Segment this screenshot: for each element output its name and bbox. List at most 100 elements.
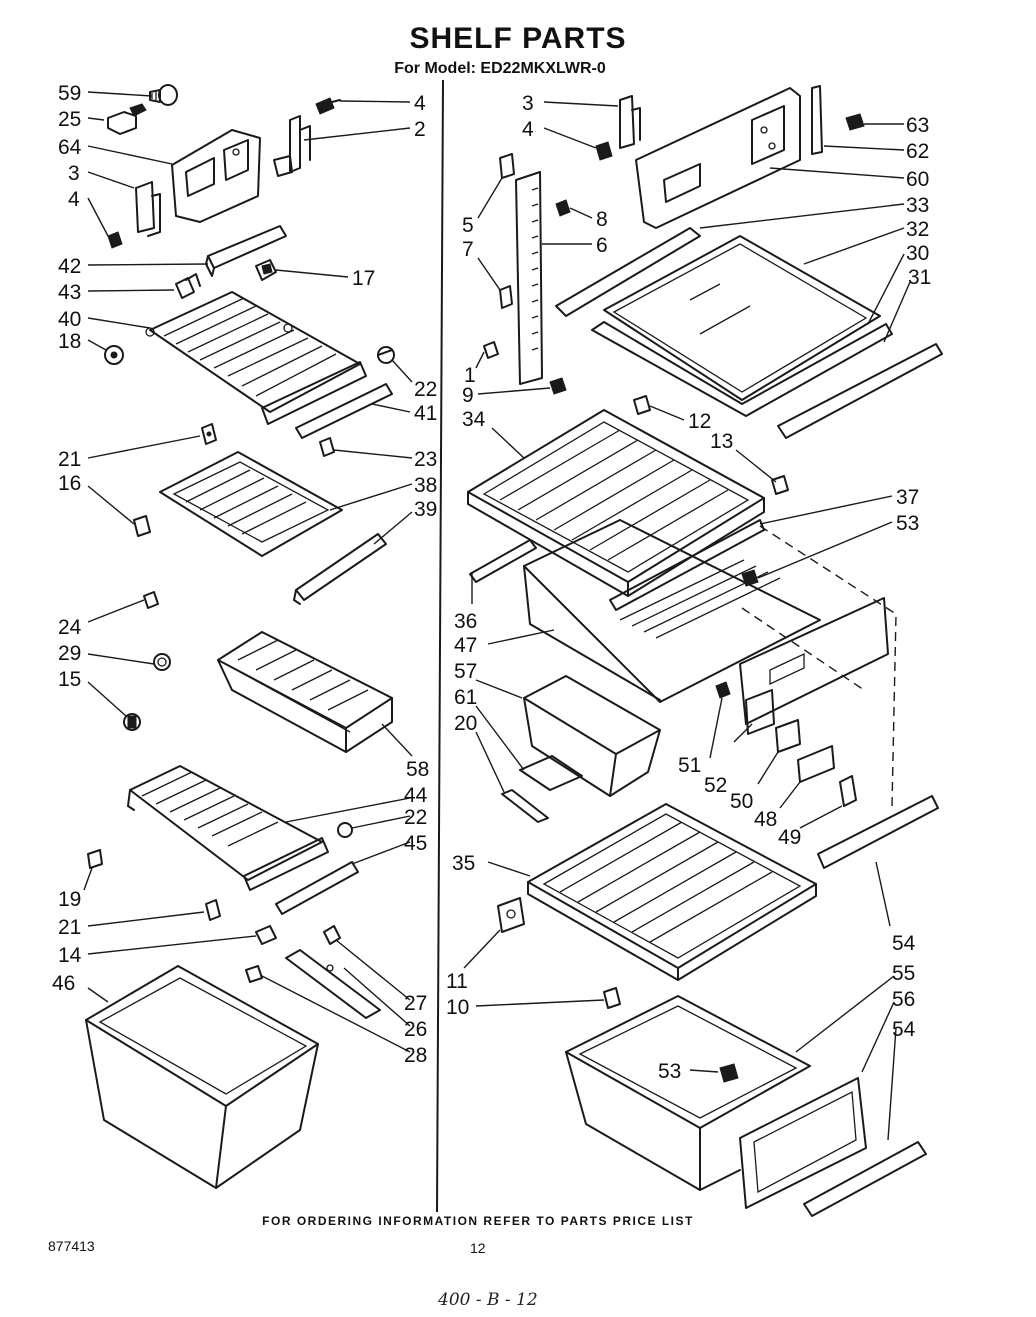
callout-41: 41	[414, 402, 437, 425]
callout-26: 26	[404, 1018, 427, 1041]
part-52-bracket	[745, 689, 775, 735]
part-11-mount	[497, 897, 525, 933]
callout-61: 61	[454, 686, 477, 709]
part-39-trim	[293, 533, 387, 605]
part-37-cover-rail	[609, 519, 765, 611]
callout-13: 13	[710, 430, 733, 453]
part-23-stud	[319, 437, 335, 457]
callout-3-left: 3	[68, 162, 80, 185]
callout-59: 59	[58, 82, 81, 105]
callout-57: 57	[454, 660, 477, 683]
part-53-screw-bottom	[719, 1063, 739, 1083]
callout-64: 64	[58, 136, 82, 159]
part-3-bracket-right	[619, 95, 641, 149]
callout-9: 9	[462, 384, 474, 407]
part-24-nut	[143, 591, 159, 609]
part-45-trim	[275, 861, 359, 915]
model-subtitle: For Model: ED22MKXLWR-0	[394, 60, 606, 77]
part-15-knob	[123, 713, 141, 731]
part-48-slide	[797, 745, 835, 783]
part-9-screw	[549, 377, 567, 395]
part-31-rear-trim	[777, 343, 943, 439]
part-32-glass-shelf	[603, 235, 881, 401]
callout-19: 19	[58, 888, 81, 911]
callout-21-top: 21	[58, 448, 81, 471]
callout-42: 42	[58, 255, 81, 278]
part-33-front-trim	[555, 227, 701, 317]
callout-23: 23	[414, 448, 437, 471]
part-19-stud	[87, 849, 103, 869]
part-3-bracket-left	[135, 181, 161, 237]
part-50-handle-insert	[775, 719, 801, 753]
handwritten-note: 400 - B - 12	[438, 1290, 538, 1310]
leader-lines	[83, 91, 911, 1141]
part-5-cap	[499, 153, 515, 179]
part-46-freezer-bin	[85, 965, 319, 1189]
part-16-stud	[133, 515, 151, 537]
part-62-hinge	[811, 85, 823, 155]
callout-22-top: 22	[414, 378, 437, 401]
part-12-support	[633, 395, 651, 415]
callout-54-lower: 54	[892, 1018, 916, 1041]
part-4-screw-right	[595, 141, 613, 161]
part-42-cover	[205, 225, 287, 277]
callout-24: 24	[58, 616, 82, 639]
callout-44: 44	[404, 784, 428, 807]
callout-4-top: 4	[414, 92, 426, 115]
part-13-support	[771, 475, 789, 495]
callout-14: 14	[58, 944, 82, 967]
callout-62: 62	[906, 140, 929, 163]
callout-31: 31	[908, 266, 931, 289]
callout-33: 33	[906, 194, 929, 217]
part-38-tray	[159, 451, 343, 557]
callout-35: 35	[452, 852, 475, 875]
part-4-screw-left	[107, 231, 123, 249]
part-36-slide-rail	[469, 539, 537, 583]
part-21-stud-top	[201, 423, 217, 445]
dashed-guide-crisper	[759, 525, 897, 807]
part-2-bracket	[273, 115, 311, 177]
callout-4-right: 4	[522, 118, 534, 141]
part-26-slide	[285, 949, 381, 1019]
callout-16: 16	[58, 472, 81, 495]
part-58-ice-tray	[217, 631, 393, 753]
callout-45: 45	[404, 832, 427, 855]
part-64-light-housing	[171, 129, 261, 223]
callout-2: 2	[414, 118, 426, 141]
part-54-rail-upper	[817, 795, 939, 869]
callout-6: 6	[596, 234, 608, 257]
callout-52: 52	[704, 774, 727, 797]
callout-11: 11	[446, 970, 468, 993]
callout-1: 1	[464, 364, 476, 387]
callout-46: 46	[52, 972, 75, 995]
part-1-clip	[483, 341, 499, 359]
part-28-screw	[245, 965, 263, 983]
callout-58: 58	[406, 758, 429, 781]
ordering-info-footer: FOR ORDERING INFORMATION REFER TO PARTS …	[262, 1214, 694, 1228]
callout-7: 7	[462, 238, 474, 261]
part-60-control-housing	[635, 87, 801, 229]
callout-53-top: 53	[896, 512, 919, 535]
part-18-grommet	[104, 345, 124, 365]
part-27-retainer	[323, 925, 341, 945]
callout-34: 34	[462, 408, 486, 431]
callout-37: 37	[896, 486, 919, 509]
callout-30: 30	[906, 242, 929, 265]
part-47-crisper-pan	[523, 519, 821, 703]
callout-labels: 59 25 64 3 4 4 2 42 43 17 40 18 22 41 21…	[52, 82, 931, 1083]
callout-10: 10	[446, 996, 469, 1019]
callout-55: 55	[892, 962, 915, 985]
part-crisper-front-panel	[739, 597, 889, 725]
callout-54-upper: 54	[892, 932, 916, 955]
callout-15: 15	[58, 668, 81, 691]
callout-12: 12	[688, 410, 711, 433]
callout-56: 56	[892, 988, 915, 1011]
callout-53-bottom: 53	[658, 1060, 681, 1083]
part-20-slide	[501, 789, 549, 823]
part-49-clip	[839, 775, 857, 807]
part-43-clip	[175, 273, 201, 299]
callout-8: 8	[596, 208, 608, 231]
callout-40: 40	[58, 308, 81, 331]
